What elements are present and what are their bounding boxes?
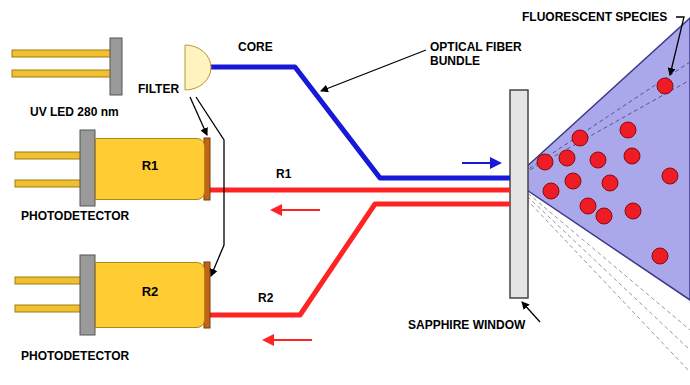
excitation-cone — [512, 18, 690, 372]
fiber-core-label: CORE — [238, 40, 273, 54]
leader-lines — [190, 17, 684, 322]
fiber-bundle-label: OPTICAL FIBER BUNDLE — [430, 40, 530, 68]
fluorescent-dots — [537, 78, 678, 264]
flow-arrows — [262, 157, 502, 346]
window-label: SAPPHIRE WINDOW — [408, 318, 525, 332]
channel-name: R2 — [142, 285, 159, 299]
species-label: FLUORESCENT SPECIES — [522, 10, 667, 24]
detector-body: R1PHOTODETECTOR — [95, 138, 205, 200]
uv-led — [12, 38, 211, 95]
filter-label: FILTER — [138, 82, 179, 96]
excitation-fiber — [210, 67, 510, 178]
detector-label: PHOTODETECTOR — [21, 349, 129, 363]
detector-label: PHOTODETECTOR — [21, 209, 129, 223]
channel-name: R1 — [142, 159, 159, 173]
emission-fiber-r1 — [210, 188, 510, 193]
led-label: UV LED 280 nm — [30, 105, 119, 119]
sapphire-window — [510, 90, 528, 298]
emission-fiber-r2 — [210, 204, 510, 315]
detector-body: R2PHOTODETECTOR — [95, 262, 205, 328]
signal-label: R2 — [258, 291, 273, 305]
photodetector-r2 — [15, 255, 210, 335]
photodetector-r1 — [15, 130, 210, 206]
signal-label: R1 — [276, 167, 291, 181]
